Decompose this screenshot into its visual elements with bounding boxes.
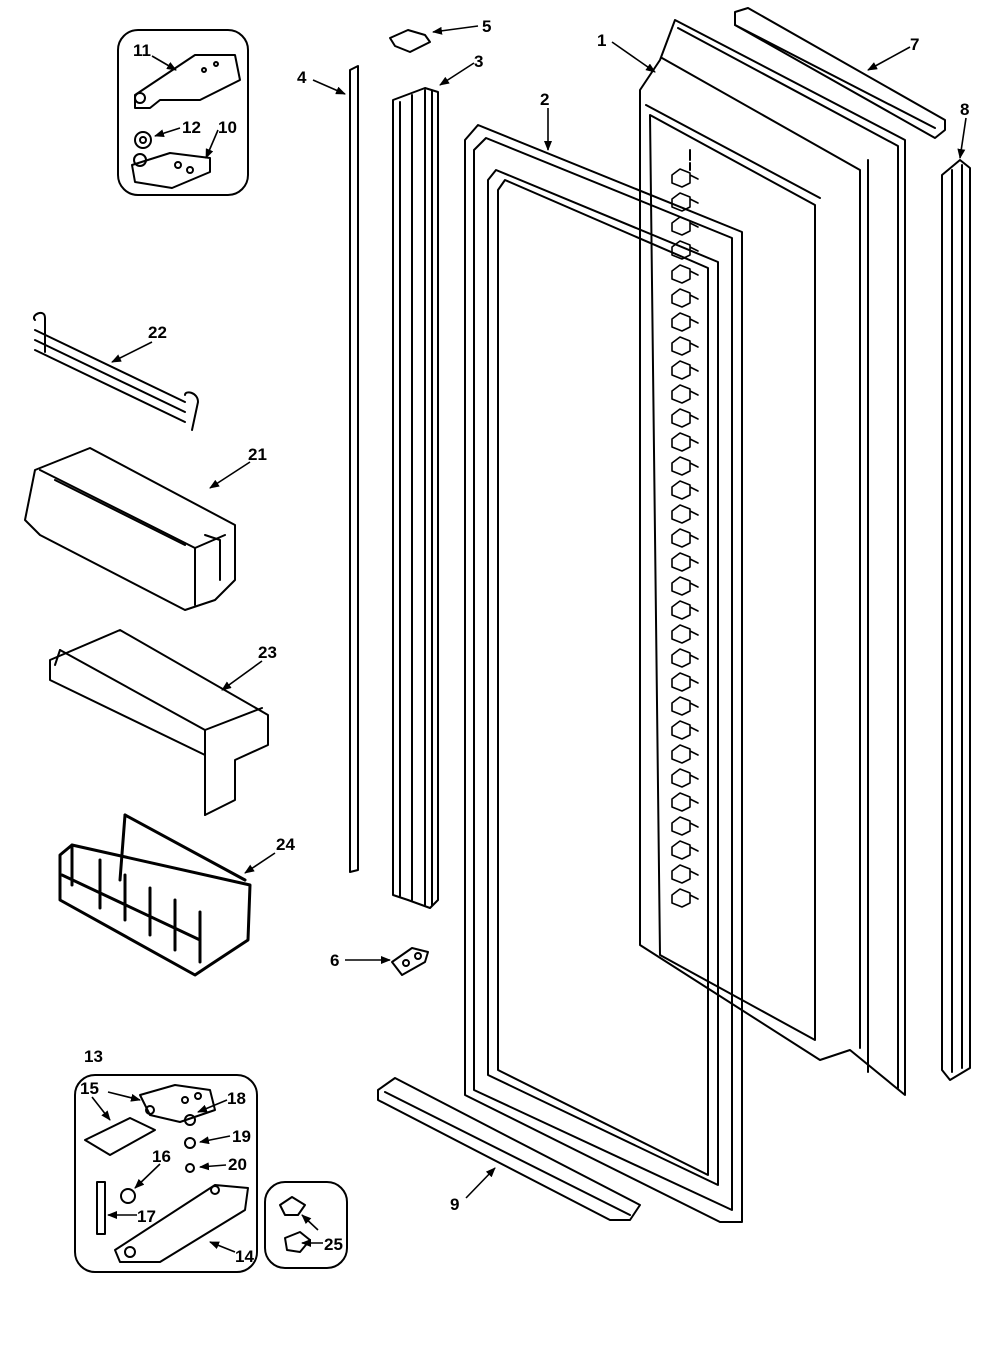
liner-slot-tooth <box>671 312 699 332</box>
liner-slot-tooth <box>671 600 699 620</box>
liner-slot-tooth <box>671 240 699 260</box>
label-part-13: 13 <box>84 1047 103 1066</box>
door-trim-part-3 <box>392 87 439 909</box>
liner-slot-tooth <box>671 648 699 668</box>
label-part-23: 23 <box>258 643 277 662</box>
door-liner-part-1 <box>639 19 906 1096</box>
liner-slot-tooth <box>671 672 699 692</box>
shelf-bin-part-23 <box>49 629 269 816</box>
liner-slot-tooth <box>671 744 699 764</box>
label-part-10: 10 <box>218 118 237 137</box>
liner-slot-tooth <box>671 720 699 740</box>
liner-slot-tooth <box>671 384 699 404</box>
part-labels: 1 2 3 4 5 6 7 8 9 10 11 12 13 14 15 16 1… <box>80 17 969 1266</box>
label-part-6: 6 <box>330 951 339 970</box>
liner-slot-tooth <box>671 432 699 452</box>
liner-slot-tooth <box>671 552 699 572</box>
label-part-8: 8 <box>960 100 969 119</box>
wire-basket-part-24 <box>58 813 252 977</box>
leader-lines <box>91 25 967 1253</box>
liner-slot-tooth <box>671 360 699 380</box>
liner-slot-tooth <box>671 768 699 788</box>
liner-slot-tooth <box>671 696 699 716</box>
label-part-16: 16 <box>152 1147 171 1166</box>
label-part-9: 9 <box>450 1195 459 1214</box>
label-part-12: 12 <box>182 118 201 137</box>
label-part-21: 21 <box>248 445 267 464</box>
label-part-19: 19 <box>232 1127 251 1146</box>
cap-part-5 <box>389 29 431 53</box>
liner-slot-tooth <box>671 168 699 188</box>
liner-slot-tooth <box>671 504 699 524</box>
part-25-inset <box>264 1181 348 1269</box>
strip-part-4 <box>349 65 359 873</box>
door-bin-part-21 <box>24 447 236 611</box>
liner-slot-tooth <box>671 864 699 884</box>
top-cap-part-7 <box>734 7 946 139</box>
bottom-trim-part-9 <box>377 1077 641 1221</box>
liner-slot-tooth <box>671 408 699 428</box>
label-part-15: 15 <box>80 1079 99 1098</box>
liner-slot-tooth <box>671 336 699 356</box>
door-gasket-part-2 <box>464 124 743 1223</box>
liner-slot-tooth <box>671 192 699 212</box>
liner-slot-tooth <box>671 624 699 644</box>
label-part-18: 18 <box>227 1089 246 1108</box>
label-part-17: 17 <box>137 1207 156 1226</box>
liner-slot-tooth <box>671 792 699 812</box>
top-hinge-inset <box>117 29 249 196</box>
liner-slot-tooth <box>671 480 699 500</box>
liner-slot-tooth <box>671 264 699 284</box>
liner-slot-tooth <box>671 840 699 860</box>
label-part-11: 11 <box>133 41 151 60</box>
bottom-hinge-inset <box>74 1074 258 1273</box>
label-part-14: 14 <box>235 1247 254 1266</box>
liner-slot-tooth <box>671 288 699 308</box>
liner-slot-tooth <box>671 456 699 476</box>
label-part-2: 2 <box>540 90 549 109</box>
liner-slot-tooth <box>671 528 699 548</box>
label-part-1: 1 <box>597 31 606 50</box>
label-part-24: 24 <box>276 835 295 854</box>
liner-slot-tooth <box>671 576 699 596</box>
rail-part-22 <box>32 311 199 431</box>
label-part-20: 20 <box>228 1155 247 1174</box>
label-part-7: 7 <box>910 35 919 54</box>
liner-shelf-slots <box>671 168 699 908</box>
label-part-22: 22 <box>148 323 167 342</box>
label-part-4: 4 <box>297 68 307 87</box>
label-part-25: 25 <box>324 1235 343 1254</box>
clip-part-6 <box>391 947 429 976</box>
label-part-3: 3 <box>474 52 483 71</box>
liner-slot-tooth <box>671 888 699 908</box>
liner-slot-tooth <box>671 816 699 836</box>
label-part-5: 5 <box>482 17 491 36</box>
side-trim-part-8 <box>941 159 971 1081</box>
